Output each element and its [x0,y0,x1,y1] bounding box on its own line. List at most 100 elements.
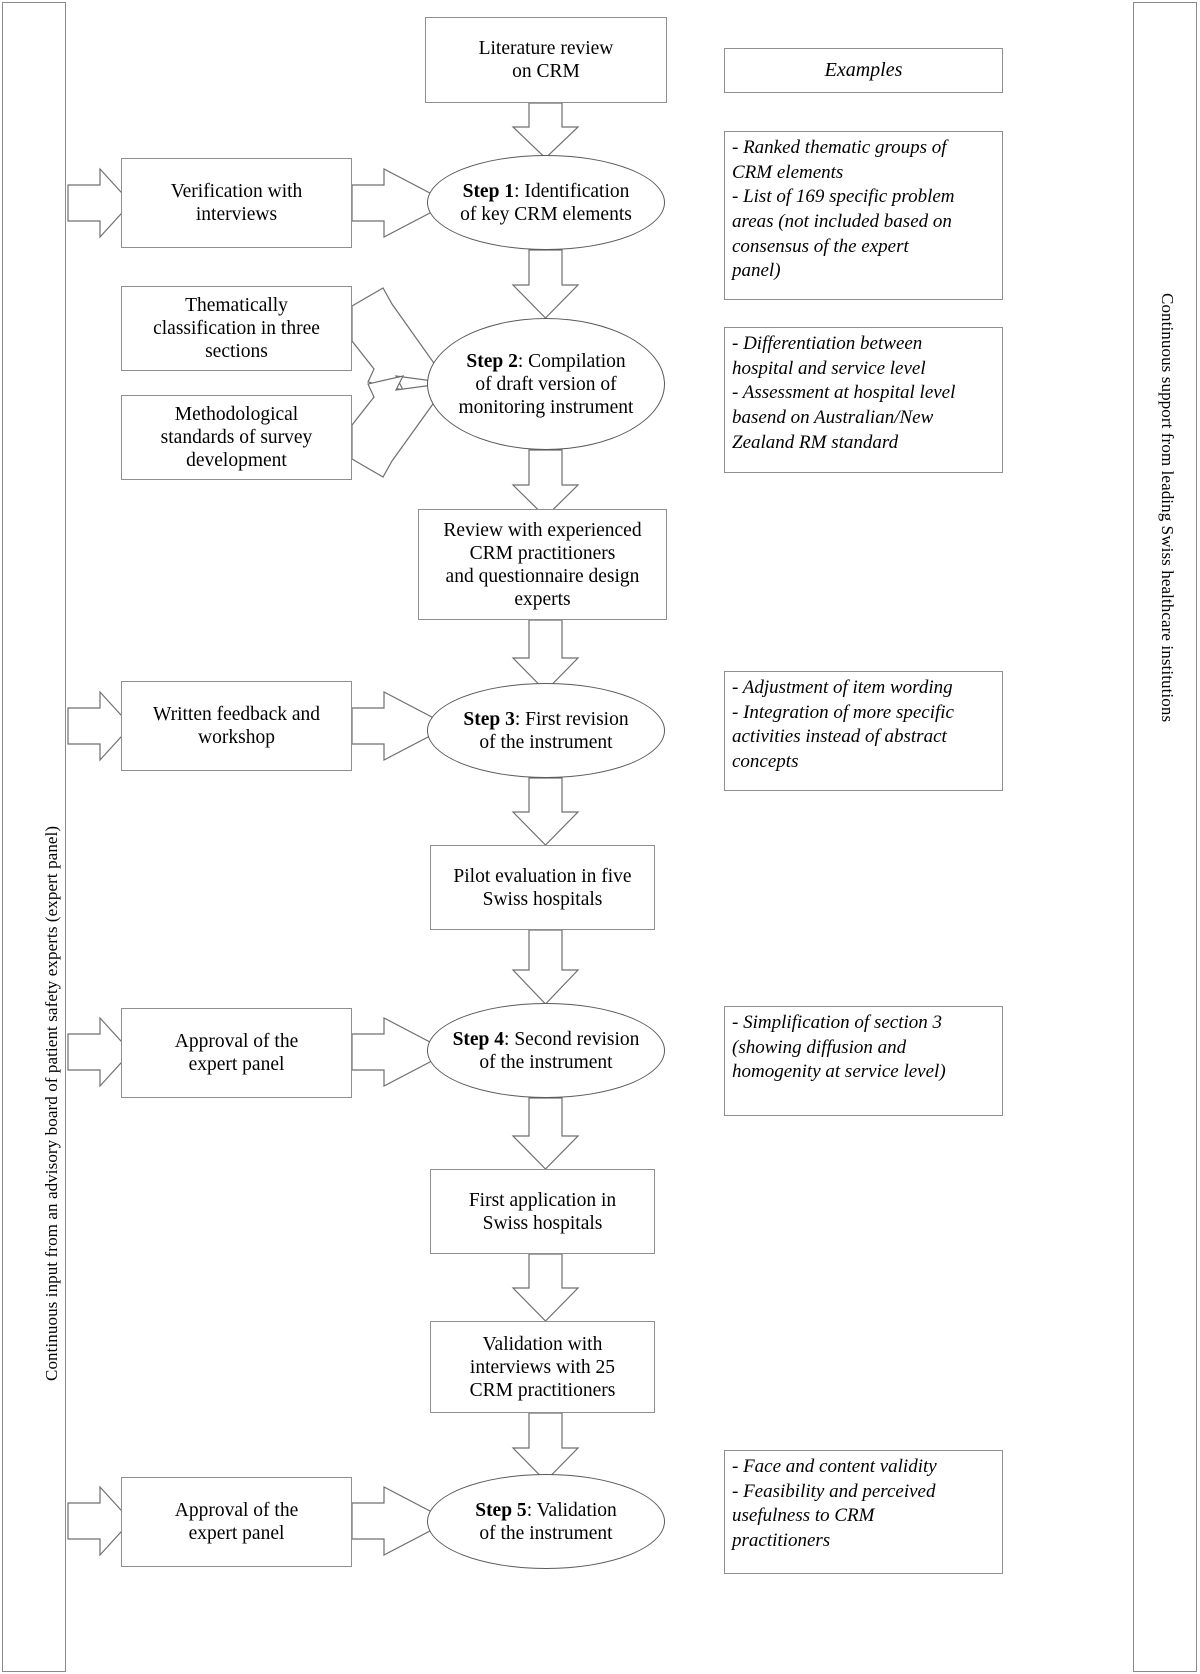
ex2-line-3: - Assessment at hospital level [732,382,956,404]
pilot-line1: Pilot evaluation in five [453,865,632,887]
ex5-line-4: practitioners [732,1530,831,1552]
examples-box-step1: - Ranked thematic groups of CRM elements… [724,131,1003,300]
step5-title: : Validation [526,1499,617,1521]
step1-number: Step 1 [462,180,515,202]
arrow-down-pilot-to-step4 [511,929,580,1005]
node-approval-expert-panel-step4: Approval of the expert panel [121,1008,352,1098]
approval1-line1: Approval of the [174,1031,299,1052]
step1-title: : Identification [514,180,630,202]
pilot-line2: Swiss hospitals [482,888,603,910]
ex4-line-2: (showing diffusion and [732,1036,907,1058]
ex3-line-1: - Adjustment of item wording [732,677,953,698]
step3-title: : First revision [514,708,629,730]
step2-line3: monitoring instrument [458,396,634,418]
arrow-down-step1-to-step2 [511,249,580,319]
ex1-line-5: consensus of the expert [732,235,909,257]
review-line4: experts [514,588,571,610]
ex2-line-5: Zealand RM standard [732,431,899,453]
ex5-line-2: - Feasibility and perceived [732,1480,936,1502]
step1-line2: of key CRM elements [460,203,632,225]
node-step2: Step 2: Compilation of draft version of … [427,318,665,450]
methodological-line2: standards of survey [160,427,313,448]
arrow-down-lit-to-step1 [511,102,580,159]
node-step4: Step 4: Second revision of the instrumen… [427,1003,665,1098]
feedback-line2: workshop [198,727,275,748]
thematic-line3: sections [205,341,268,362]
methodological-line3: development [186,450,287,471]
step2-title: : Compilation [517,350,626,372]
examples-header-box: Examples [724,48,1003,93]
ex3-line-2: - Integration of more specific [732,701,954,723]
methodological-line1: Methodological [174,404,299,425]
verification-line2: interviews [195,204,278,225]
approval1-line2: expert panel [188,1054,285,1075]
arrow-down-review-to-step3 [511,619,580,692]
firstapp-line1: First application in [468,1189,617,1211]
ex1-line-1: - Ranked thematic groups of [732,137,947,158]
literature-review-line1: Literature review [478,38,614,59]
ex2-line-2: hospital and service level [732,357,926,379]
node-step1: Step 1: Identification of key CRM elemen… [427,155,665,250]
ex2-line-1: - Differentiation between [732,333,923,354]
arrow-right-approval1-to-step4 [351,1017,451,1087]
node-validation-interviews: Validation with interviews with 25 CRM p… [430,1321,655,1413]
node-step3: Step 3: First revision of the instrument [427,683,665,778]
ex3-line-4: concepts [732,751,799,773]
node-written-feedback: Written feedback and workshop [121,681,352,771]
step4-title: : Second revision [504,1028,640,1050]
validation-line3: CRM practitioners [469,1379,616,1401]
arrow-right-rail-to-approval2 [67,1485,132,1557]
node-review-practitioners: Review with experienced CRM practitioner… [418,509,667,620]
arrow-right-feedback-to-step3 [351,691,451,761]
review-line1: Review with experienced [443,519,642,541]
ex5-line-3: usefulness to CRM [732,1505,875,1527]
thematic-line2: classification in three [153,318,320,339]
step2-line2: of draft version of [475,373,617,395]
ex4-line-3: homogenity at service level) [732,1061,946,1083]
arrow-down-step4-to-firstapp [511,1097,580,1170]
arrow-down-validation-to-step5 [511,1412,580,1482]
node-first-application: First application in Swiss hospitals [430,1169,655,1254]
step4-number: Step 4 [452,1028,505,1050]
step5-number: Step 5 [475,1499,527,1521]
arrow-diagonal-methodological-to-step2 [351,375,450,478]
arrow-down-firstapp-to-validation [511,1253,580,1322]
ex5-line-1: - Face and content validity [732,1456,937,1477]
ex1-line-4: areas (not included based on [732,211,952,233]
firstapp-line2: Swiss hospitals [482,1212,603,1234]
examples-box-step2: - Differentiation between hospital and s… [724,327,1003,473]
arrow-right-rail-to-approval1 [67,1016,132,1088]
arrow-right-rail-to-written-feedback [67,690,132,762]
node-approval-expert-panel-step5: Approval of the expert panel [121,1477,352,1567]
step4-line2: of the instrument [479,1051,613,1073]
review-line2: CRM practitioners [469,542,616,564]
step2-number: Step 2 [466,350,518,372]
literature-review-line2: on CRM [512,61,580,82]
thematic-line1: Thematically [185,295,288,316]
ex1-line-6: panel) [732,260,781,282]
arrow-right-verification-to-step1 [351,168,451,238]
ex4-line-1: - Simplification of section 3 [732,1012,943,1033]
ex2-line-4: basend on Australian/New [732,407,934,429]
node-step5: Step 5: Validation of the instrument [427,1474,665,1569]
ex3-line-3: activities instead of abstract [732,726,947,748]
approval2-line2: expert panel [188,1523,285,1544]
examples-header-label: Examples [824,59,903,81]
step3-line2: of the instrument [479,731,613,753]
arrow-down-step2-to-review [511,449,580,518]
node-literature-review: Literature review on CRM [425,17,667,103]
step5-line2: of the instrument [479,1522,613,1544]
node-verification-interviews: Verification with interviews [121,158,352,248]
feedback-line1: Written feedback and [152,704,321,725]
validation-line1: Validation with [482,1333,603,1355]
left-rail-frame: Continuous input from an advisory board … [2,2,66,1672]
right-rail-frame: Continuous support from leading Swiss he… [1133,2,1197,1672]
node-pilot-evaluation: Pilot evaluation in five Swiss hospitals [430,845,655,930]
node-methodological-standards: Methodological standards of survey devel… [121,395,352,480]
arrow-right-approval2-to-step5 [351,1486,451,1556]
step3-number: Step 3 [463,708,515,730]
validation-line2: interviews with 25 [469,1356,616,1378]
ex1-line-3: - List of 169 specific problem [732,186,955,208]
